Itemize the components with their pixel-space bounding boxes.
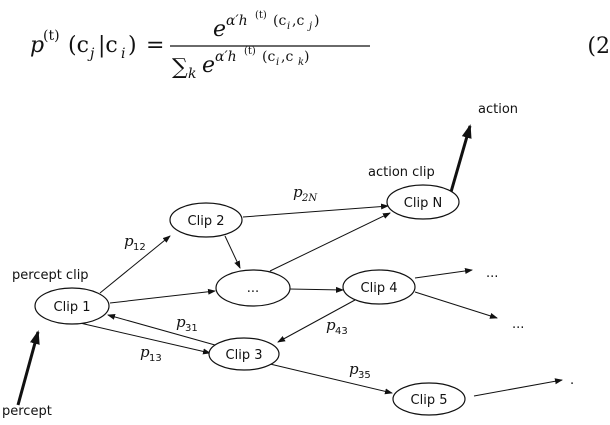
edge-clip3-clip5 [269, 363, 393, 395]
eq-lhs-j: j [87, 46, 95, 62]
node-clipN: Clip N [386, 184, 460, 220]
softmax-equation: p (t) (c j |c i ) = e α′h (t) (c i ,c j … [30, 8, 610, 82]
node-clip5: Clip 5 [392, 382, 466, 416]
edge-label-p35-p: p [349, 360, 359, 378]
label-dots-c: . [570, 373, 574, 388]
node-clip2: Clip 2 [169, 202, 243, 238]
eq-lhs-bar: |c [98, 33, 118, 58]
label-dots-b: ... [512, 317, 524, 332]
eq-den-exp: α′h [215, 49, 237, 65]
eq-num-i: i [287, 21, 290, 32]
eq-equals: = [146, 33, 164, 58]
edge-clip4-out-b [414, 291, 498, 319]
node-clip1: Clip 1 [34, 287, 110, 325]
edge-label-p43-p: p [326, 316, 336, 334]
edge-label-p43-sub: 43 [335, 326, 348, 337]
eq-num-e: e [213, 17, 226, 42]
edge-label-p13-p: p [140, 343, 150, 361]
clip-network-figure: Clip 1 Clip 2 ... Clip N Clip 4 Clip 3 [0, 88, 610, 420]
eq-num-close: ) [314, 13, 319, 29]
eq-lhs-p: p [30, 33, 44, 58]
edge-label-p12-sub: 12 [133, 242, 146, 253]
eq-den-e: e [202, 53, 215, 78]
edge-clip2-clipN [242, 203, 389, 218]
eq-num-args: (c [273, 13, 286, 29]
node-clip5-label: Clip 5 [411, 393, 448, 408]
edge-label-p12: p 12 [124, 232, 146, 253]
edge-label-p2N: p 2N [293, 183, 318, 204]
node-clip4-label: Clip 4 [361, 281, 398, 296]
node-clip4: Clip 4 [342, 269, 416, 305]
equation-svg: p (t) (c j |c i ) = e α′h (t) (c i ,c j … [30, 10, 370, 82]
eq-den-kk: k [298, 57, 304, 68]
eq-num-j: j [307, 21, 312, 32]
action-arrow [449, 124, 472, 193]
label-action: action [478, 102, 518, 117]
eq-lhs-i: i [121, 46, 125, 62]
edge-label-p31-sub: 31 [185, 323, 198, 334]
label-dots-a: ... [486, 266, 498, 281]
eq-num-t: (t) [255, 10, 267, 21]
label-percept-clip: percept clip [12, 268, 89, 283]
edge-label-p31: p 31 [176, 313, 198, 334]
edge-label-p13: p 13 [140, 343, 162, 364]
eq-den-close: ) [304, 49, 309, 65]
edge-label-p35-sub: 35 [358, 370, 371, 381]
edge-clip1-ellipsis [109, 288, 216, 304]
edge-clip5-out [473, 378, 563, 397]
edge-ellipsis-clipN [269, 212, 391, 272]
edge-label-p31-p: p [176, 313, 186, 331]
node-ellipsis: ... [215, 269, 291, 307]
edge-label-p2N-p: p [293, 183, 303, 201]
node-clip3-label: Clip 3 [226, 348, 263, 363]
clip-network-svg: Clip 1 Clip 2 ... Clip N Clip 4 Clip 3 [2, 102, 574, 419]
edge-label-p2N-sub: 2N [301, 193, 318, 204]
eq-lhs-args: (c [68, 33, 89, 58]
eq-den-k: k [188, 66, 196, 78]
label-action-clip: action clip [368, 165, 435, 180]
node-clipN-label: Clip N [404, 196, 442, 211]
eq-den-t: (t) [244, 46, 256, 57]
eq-lhs-t: (t) [43, 28, 60, 44]
edge-label-p13-sub: 13 [149, 353, 162, 364]
edge-clip3-clip1 [107, 314, 216, 346]
eq-den-i: i [276, 57, 279, 68]
equation-number: (2 [587, 34, 610, 59]
edge-label-p12-p: p [124, 232, 134, 250]
eq-num-comma: ,c [292, 13, 304, 29]
edge-ellipsis-clip4 [288, 286, 344, 293]
node-ellipsis-label: ... [247, 281, 259, 296]
edge-clip4-clip3 [277, 299, 356, 343]
eq-den-sum: ∑ [172, 55, 188, 78]
edge-clip1-clip2 [99, 235, 171, 294]
eq-lhs-close: ) [128, 33, 137, 58]
node-clip2-label: Clip 2 [188, 214, 225, 229]
percept-arrow [16, 330, 40, 406]
node-clip1-label: Clip 1 [54, 300, 91, 315]
edge-clip4-out-a [414, 268, 473, 279]
edge-clip2-ellipsis [224, 235, 241, 269]
node-clip3: Clip 3 [208, 337, 280, 371]
label-percept: percept [2, 404, 52, 419]
eq-den-comma: ,c [281, 49, 293, 65]
edge-label-p43: p 43 [326, 316, 348, 337]
edge-label-p35: p 35 [349, 360, 371, 381]
edge-clip1-clip3 [79, 322, 211, 355]
eq-den-args: (c [262, 49, 275, 65]
eq-num-exp: α′h [226, 13, 248, 29]
